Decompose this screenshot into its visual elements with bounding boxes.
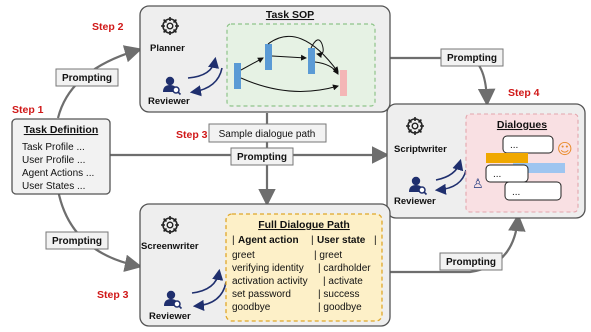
prompting-box xyxy=(230,147,294,166)
task-definition-title: Task Definition xyxy=(24,124,98,136)
step-3-bottom-label: Step 3 xyxy=(97,289,129,301)
reviewer-planner-cycle-arrow xyxy=(189,67,223,97)
step-3-top-label: Step 3 xyxy=(176,129,208,141)
prompting-box xyxy=(55,68,119,87)
task-definition-item: User Profile ... xyxy=(22,155,85,166)
header-bar: | xyxy=(232,235,235,246)
sop-edge xyxy=(240,57,264,71)
prompting-box xyxy=(45,231,109,250)
scriptwriter-reviewer-cycle-arrow xyxy=(435,158,464,181)
dialogue-bubble xyxy=(504,181,562,201)
header-bar: | xyxy=(374,235,377,246)
dialogue-bubble-text: ... xyxy=(510,140,518,151)
sample-path-label-box xyxy=(208,123,327,143)
task-sop-title: Task SOP xyxy=(266,9,314,21)
path-row-agent: goodbye xyxy=(232,302,271,313)
agent-headset-icon: ☺ xyxy=(557,140,573,158)
reviewer-label: Reviewer xyxy=(394,196,436,207)
reviewer-label: Reviewer xyxy=(148,96,190,107)
step-4-label: Step 4 xyxy=(508,87,540,99)
task-definition-box xyxy=(11,118,111,195)
sop-node xyxy=(340,70,347,96)
header-bar: | xyxy=(311,235,314,246)
sop-edge xyxy=(240,77,339,92)
arrow-step1-to-path xyxy=(56,189,143,272)
screenwriter-reviewer-cycle-arrow xyxy=(191,268,224,294)
header-user-state: User state xyxy=(317,235,366,246)
prompting-label: Prompting xyxy=(237,152,287,163)
path-row-agent: verifying identity xyxy=(232,263,304,274)
step-2-label: Step 2 xyxy=(92,21,124,33)
path-row-user: | goodbye xyxy=(318,302,362,313)
planner-reviewer-cycle-arrow xyxy=(187,56,220,79)
path-row-agent: activation activity xyxy=(232,276,308,287)
prompting-box xyxy=(440,48,504,67)
reviewer-screenwriter-cycle-arrow xyxy=(192,281,227,311)
header-agent-action: Agent action xyxy=(238,235,299,246)
dialogue-bubble-text: ... xyxy=(512,187,520,198)
prompting-label: Prompting xyxy=(62,73,112,84)
screenwriter-label: Screenwriter xyxy=(141,241,199,252)
path-row-agent: greet xyxy=(232,250,255,261)
dialogue-bubble-text: ... xyxy=(493,169,501,180)
scriptwriter-label: Scriptwriter xyxy=(394,144,447,155)
path-row-user: | success xyxy=(318,289,360,300)
sample-path-label: Sample dialogue path xyxy=(219,129,316,140)
sop-edge xyxy=(267,35,339,73)
task-definition-item: User States ... xyxy=(22,181,85,192)
path-row-agent: set password xyxy=(232,289,291,300)
dialogue-bar-orange xyxy=(486,153,528,163)
prompting-label: Prompting xyxy=(447,53,497,64)
full-path-title: Full Dialogue Path xyxy=(258,219,350,231)
task-definition-item: Task Profile ... xyxy=(22,142,85,153)
reviewer-scriptwriter-cycle-arrow xyxy=(434,169,467,195)
task-definition-item: Agent Actions ... xyxy=(22,168,94,179)
sop-node xyxy=(308,48,315,74)
path-row-user: | cardholder xyxy=(318,263,371,274)
prompting-label: Prompting xyxy=(52,236,102,247)
sop-node xyxy=(234,63,241,89)
sop-edge xyxy=(310,39,324,59)
planner-label: Planner xyxy=(150,43,185,54)
prompting-box xyxy=(439,252,503,271)
dialogues-title: Dialogues xyxy=(497,119,547,131)
full-path-content-box xyxy=(225,213,383,322)
step-1-label: Step 1 xyxy=(12,104,44,116)
sop-edge xyxy=(271,54,307,61)
reviewer-label: Reviewer xyxy=(149,311,191,322)
dialogue-bar-blue xyxy=(513,163,565,173)
path-row-user: | activate xyxy=(323,276,363,287)
prompting-label: Prompting xyxy=(446,257,496,268)
user-icon: ♙ xyxy=(472,177,484,192)
sop-node xyxy=(265,44,272,70)
path-row-user: | greet xyxy=(314,250,342,261)
